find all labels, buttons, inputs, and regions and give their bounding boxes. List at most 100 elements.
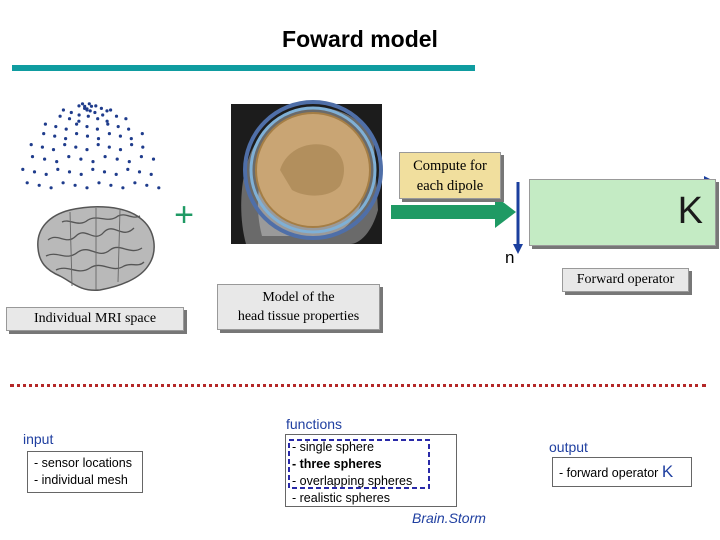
sensor-dot (139, 155, 143, 159)
sensor-dot (42, 132, 46, 136)
sensor-dot (58, 114, 62, 118)
sensor-dot (95, 127, 99, 131)
sensor-dot (96, 143, 100, 147)
functions-box: - single sphere - three spheres - overla… (285, 434, 457, 507)
sensor-dot (99, 106, 103, 110)
input-item: - individual mesh (34, 473, 128, 487)
function-item: - overlapping spheres (292, 474, 413, 488)
head-model-label: Model of the head tissue properties (217, 284, 380, 330)
output-item: - forward operator (559, 466, 659, 480)
brainstorm-footer: Brain.Storm (412, 510, 486, 526)
sensor-dot (64, 127, 68, 131)
sensor-dot (114, 172, 118, 176)
k-matrix-box: K (529, 179, 716, 246)
sensor-dot (87, 102, 91, 106)
sensor-dot (21, 167, 25, 171)
sensor-dot (32, 170, 37, 174)
sensor-dot (37, 183, 41, 187)
sensor-dot (89, 104, 94, 108)
sensor-dot (145, 183, 149, 187)
sensor-dot (55, 160, 59, 164)
sensor-dot (137, 170, 142, 174)
sensor-dot (157, 186, 161, 190)
sensor-dot (75, 122, 79, 126)
sensor-dot (43, 157, 47, 161)
sensor-dot (51, 148, 56, 152)
sensor-dot (116, 125, 120, 129)
sensor-dot (25, 181, 29, 185)
sensor-dot (69, 110, 73, 115)
sensor-dot (103, 155, 107, 159)
sensor-dot (91, 167, 95, 171)
output-k-symbol: K (661, 462, 674, 481)
title-underline (12, 65, 475, 71)
sensor-dot (149, 172, 153, 176)
brain-mesh-illustration (37, 205, 155, 291)
forward-operator-label: Forward operator (562, 268, 689, 292)
function-item: - single sphere (292, 440, 374, 454)
sensor-dot (77, 113, 81, 117)
sensor-dot (94, 104, 98, 108)
main-arrow (391, 196, 516, 228)
sensor-dot (88, 109, 92, 113)
sensor-dot (151, 157, 156, 161)
sensor-dot (83, 106, 87, 110)
sensor-dot (75, 132, 79, 136)
sensor-dot (67, 170, 72, 174)
sensor-dot (56, 167, 60, 171)
sensor-dot (54, 125, 58, 129)
sensor-dot (93, 110, 97, 115)
sensor-dot (61, 181, 65, 185)
sensor-dot (133, 181, 137, 185)
compute-box: Compute for each dipole (399, 152, 501, 199)
page-title: Foward model (282, 26, 438, 52)
sensor-dot (77, 104, 81, 108)
sensor-dot (85, 148, 89, 152)
sensor-dot (85, 186, 89, 190)
sensor-dot (109, 108, 113, 112)
sensor-dot (67, 155, 71, 159)
sensor-dot (79, 157, 83, 161)
output-heading: output (549, 439, 588, 455)
sensor-dot (43, 122, 48, 126)
sensor-dot (73, 183, 77, 187)
sensor-dot (80, 102, 85, 106)
sensor-dot (85, 134, 90, 138)
sensor-dot (61, 108, 65, 112)
sensor-dot (124, 117, 128, 121)
diagram-graphics: + (21, 100, 714, 291)
sensor-dot (85, 108, 89, 112)
k-symbol: K (677, 190, 703, 232)
sensor-dot (107, 145, 111, 149)
sensor-dot (127, 127, 131, 131)
sensor-dot (101, 113, 105, 117)
sensor-dot (67, 117, 72, 121)
sensor-dot (121, 186, 125, 190)
sensor-dot (105, 109, 109, 113)
sensor-cap-illustration (21, 102, 161, 190)
compute-line2: each dipole (416, 178, 484, 194)
functions-heading: functions (286, 416, 343, 432)
input-box: - sensor locations - individual mesh (27, 451, 143, 493)
sensor-dot (74, 145, 78, 149)
sensor-dot (97, 181, 101, 185)
sensor-dot (102, 170, 107, 174)
head-model-line1: Model of the (262, 290, 335, 305)
sensor-dot (141, 145, 145, 149)
sensor-dot (96, 137, 101, 141)
plus-sign: + (174, 196, 194, 234)
sensor-dot (114, 114, 119, 118)
sensor-dot (91, 160, 95, 164)
sensor-dot (129, 137, 133, 141)
n-label: n (505, 248, 515, 267)
sensor-dot (44, 172, 48, 176)
sensor-dot (96, 117, 100, 121)
input-heading: input (23, 431, 54, 447)
output-box: - forward operator K (552, 457, 692, 487)
mri-space-label: Individual MRI space (6, 307, 184, 331)
sensor-dot (115, 157, 119, 161)
sensor-dot (29, 143, 33, 147)
input-item: - sensor locations (34, 456, 132, 470)
sensor-dot (140, 132, 144, 136)
sensor-dot (53, 134, 57, 138)
